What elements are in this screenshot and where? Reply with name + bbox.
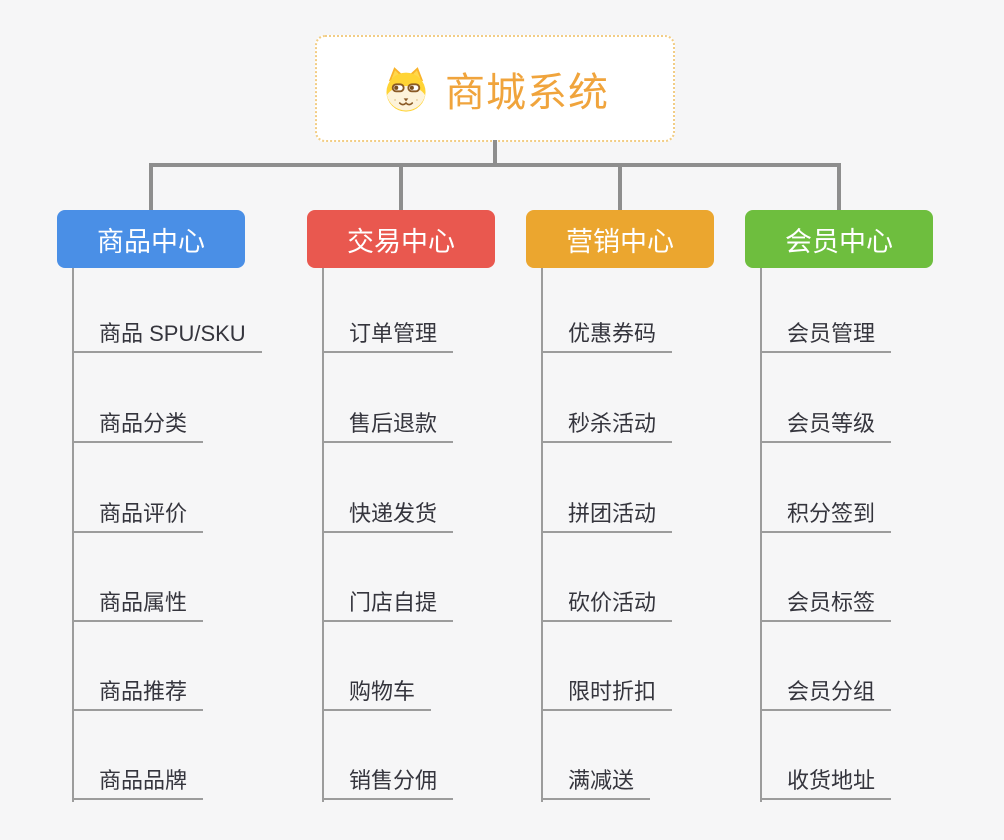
leaf-node[interactable]: 商品属性 (72, 586, 204, 622)
leaf-node[interactable]: 收货地址 (760, 764, 892, 800)
root-node[interactable]: 商城系统 (315, 35, 675, 142)
leaf-node[interactable]: 会员分组 (760, 675, 892, 711)
leaf-node[interactable]: 商品品牌 (72, 764, 204, 800)
dog-face-icon (386, 66, 426, 112)
branch-spine (72, 268, 74, 802)
leaf-node[interactable]: 会员管理 (760, 317, 892, 353)
branch-node-trade-center[interactable]: 交易中心 (307, 210, 495, 268)
leaf-node[interactable]: 商品推荐 (72, 675, 204, 711)
connector-drop-3 (618, 163, 622, 210)
leaf-node[interactable]: 商品评价 (72, 497, 204, 533)
leaf-node[interactable]: 门店自提 (322, 586, 454, 622)
leaf-node[interactable]: 订单管理 (322, 317, 454, 353)
leaf-node[interactable]: 购物车 (322, 675, 432, 711)
leaf-node[interactable]: 秒杀活动 (541, 407, 673, 443)
connector-drop-4 (837, 163, 841, 210)
leaf-node[interactable]: 限时折扣 (541, 675, 673, 711)
leaf-node[interactable]: 砍价活动 (541, 586, 673, 622)
branch-spine (541, 268, 543, 802)
connector-trunk (149, 163, 841, 167)
branch-spine (322, 268, 324, 802)
leaf-node[interactable]: 优惠券码 (541, 317, 673, 353)
leaf-node[interactable]: 商品 SPU/SKU (72, 317, 262, 353)
leaf-node[interactable]: 售后退款 (322, 407, 454, 443)
leaf-node[interactable]: 会员标签 (760, 586, 892, 622)
leaf-node[interactable]: 商品分类 (72, 407, 204, 443)
connector-drop-1 (149, 163, 153, 210)
leaf-node[interactable]: 销售分佣 (322, 764, 454, 800)
branch-spine (760, 268, 762, 802)
leaf-node[interactable]: 快递发货 (322, 497, 454, 533)
root-title: 商城系统 (445, 70, 609, 115)
leaf-node[interactable]: 拼团活动 (541, 497, 673, 533)
branch-node-product-center[interactable]: 商品中心 (57, 210, 245, 268)
branch-node-marketing-center[interactable]: 营销中心 (526, 210, 714, 268)
leaf-node[interactable]: 积分签到 (760, 497, 892, 533)
leaf-node[interactable]: 满减送 (541, 764, 651, 800)
leaf-node[interactable]: 会员等级 (760, 407, 892, 443)
branch-node-member-center[interactable]: 会员中心 (745, 210, 933, 268)
connector-drop-2 (399, 163, 403, 210)
connector-root-stub (493, 140, 497, 165)
